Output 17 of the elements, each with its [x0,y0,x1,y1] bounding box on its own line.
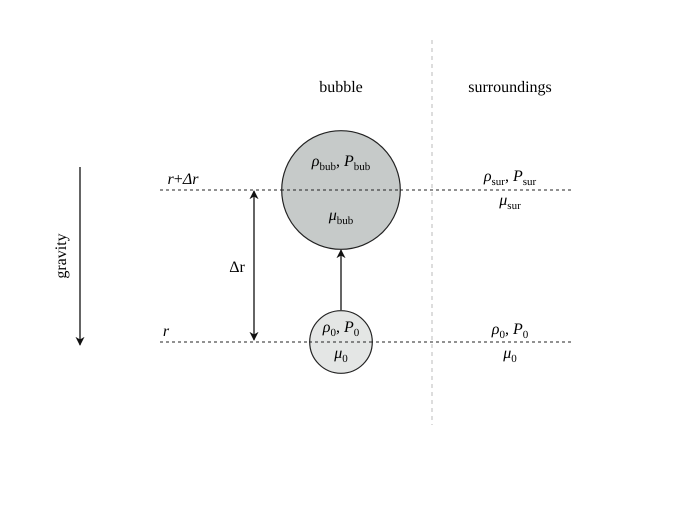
arrow [336,249,346,310]
property-label: μ$_{0}$ [334,344,348,366]
property-label: μ$_{0}$ [503,344,517,366]
column-heading: surroundings [468,79,552,97]
axis-label: gravity [53,233,71,279]
property-label: ρ$_{0}$, P$_{0}$ [492,320,528,342]
property-label: ρ$_{sur}$, P$_{sur}$ [484,168,536,188]
level-label: r [162,323,170,341]
bubble-circle [309,310,373,374]
property-label: ρ$_{0}$, P$_{0}$ [322,318,360,340]
level-label: r+Δr [168,171,198,189]
property-label: μ$_{bub}$ [328,207,354,228]
property-label: ρ$_{bub}$, P$_{bub}$ [312,152,370,173]
bubble-circle [281,130,401,250]
column-heading: bubble [319,79,363,97]
property-label: μ$_{sur}$ [499,192,521,212]
dimension-label: Δr [229,259,245,277]
